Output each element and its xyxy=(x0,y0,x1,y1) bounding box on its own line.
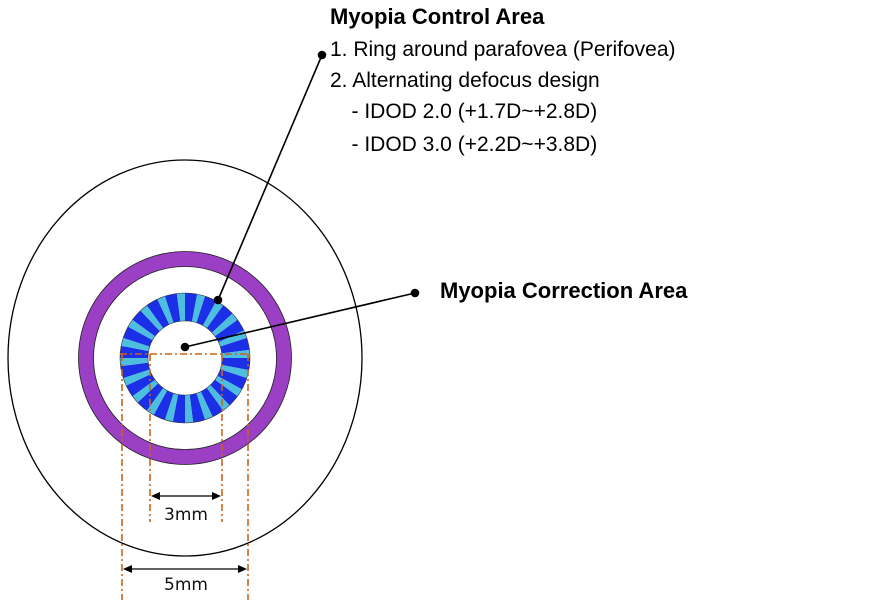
segment-blue xyxy=(214,319,244,343)
segment-blue xyxy=(120,345,149,358)
control-leader-dot-top xyxy=(317,50,327,60)
segment-blue xyxy=(172,394,185,423)
segment-blue xyxy=(206,305,233,333)
segment-blue xyxy=(189,393,206,423)
segment-cyan xyxy=(211,313,238,337)
segment-blue xyxy=(123,326,153,347)
segment-cyan xyxy=(140,305,164,332)
arrow-5mm-right-head xyxy=(238,565,247,573)
segment-blue xyxy=(137,383,164,411)
control-area-title: Myopia Control Area xyxy=(330,4,545,29)
segment-blue xyxy=(164,293,181,323)
correction-area-title: Myopia Correction Area xyxy=(440,278,688,303)
dimension-label-5mm: 5mm xyxy=(164,575,208,595)
leader-lines xyxy=(180,50,420,352)
segment-cyan xyxy=(121,337,150,352)
segment-blue xyxy=(221,358,250,371)
segment-blue xyxy=(196,296,217,326)
defocus-segment-ring xyxy=(120,293,250,423)
segment-cyan xyxy=(206,384,230,411)
segment-ring-outer-edge xyxy=(119,292,251,424)
purple-ring-inner-edge xyxy=(93,266,277,450)
central-clear-zone xyxy=(147,320,223,396)
segment-cyan xyxy=(220,364,249,379)
segment-cyan xyxy=(196,391,213,420)
segment-cyan xyxy=(176,293,185,322)
purple-outer-ring xyxy=(78,251,292,465)
control-item-3: - IDOD 2.0 (+1.7D~+2.8D) xyxy=(334,100,597,123)
arrow-3mm-left-head xyxy=(151,492,160,500)
segment-cyan xyxy=(120,358,149,367)
control-leader-line xyxy=(217,54,323,301)
segment-cyan xyxy=(164,393,179,422)
segment-cyan xyxy=(123,369,152,386)
segment-blue xyxy=(120,362,150,379)
segment-cyan xyxy=(191,294,206,323)
segment-blue xyxy=(153,390,174,420)
dimension-arrows xyxy=(123,492,247,573)
purple-ring-outer-edge xyxy=(78,251,292,465)
correction-leader-dot-center xyxy=(180,342,190,352)
segment-cyan xyxy=(157,296,174,325)
arrow-5mm-left-head xyxy=(123,565,132,573)
segment-cyan xyxy=(202,301,224,329)
control-leader-dot-bottom xyxy=(213,295,223,305)
dimension-guides xyxy=(120,353,250,600)
segment-blue xyxy=(210,379,238,406)
segment-cyan xyxy=(128,319,156,341)
control-item-1: 1. Ring around parafovea (Perifovea) xyxy=(330,38,676,61)
segment-blue xyxy=(200,387,224,417)
segment-blue xyxy=(217,369,247,390)
lens-outline xyxy=(7,159,363,557)
correction-leader-line xyxy=(184,292,416,348)
dimension-label-3mm: 3mm xyxy=(164,505,208,525)
segment-blue xyxy=(126,373,156,397)
segment-cyan xyxy=(185,394,194,423)
segment-blue xyxy=(132,310,160,337)
correction-leader-dot-right xyxy=(410,288,420,298)
segment-blue xyxy=(185,293,198,322)
segment-cyan xyxy=(132,379,159,403)
segment-cyan xyxy=(146,387,168,415)
segment-blue xyxy=(220,337,250,354)
control-item-2: 2. Alternating defocus design xyxy=(330,69,600,92)
segment-blue xyxy=(146,299,170,329)
arrow-3mm-right-head xyxy=(212,492,221,500)
control-item-4: - IDOD 3.0 (+2.2D~+3.8D) xyxy=(334,133,597,156)
